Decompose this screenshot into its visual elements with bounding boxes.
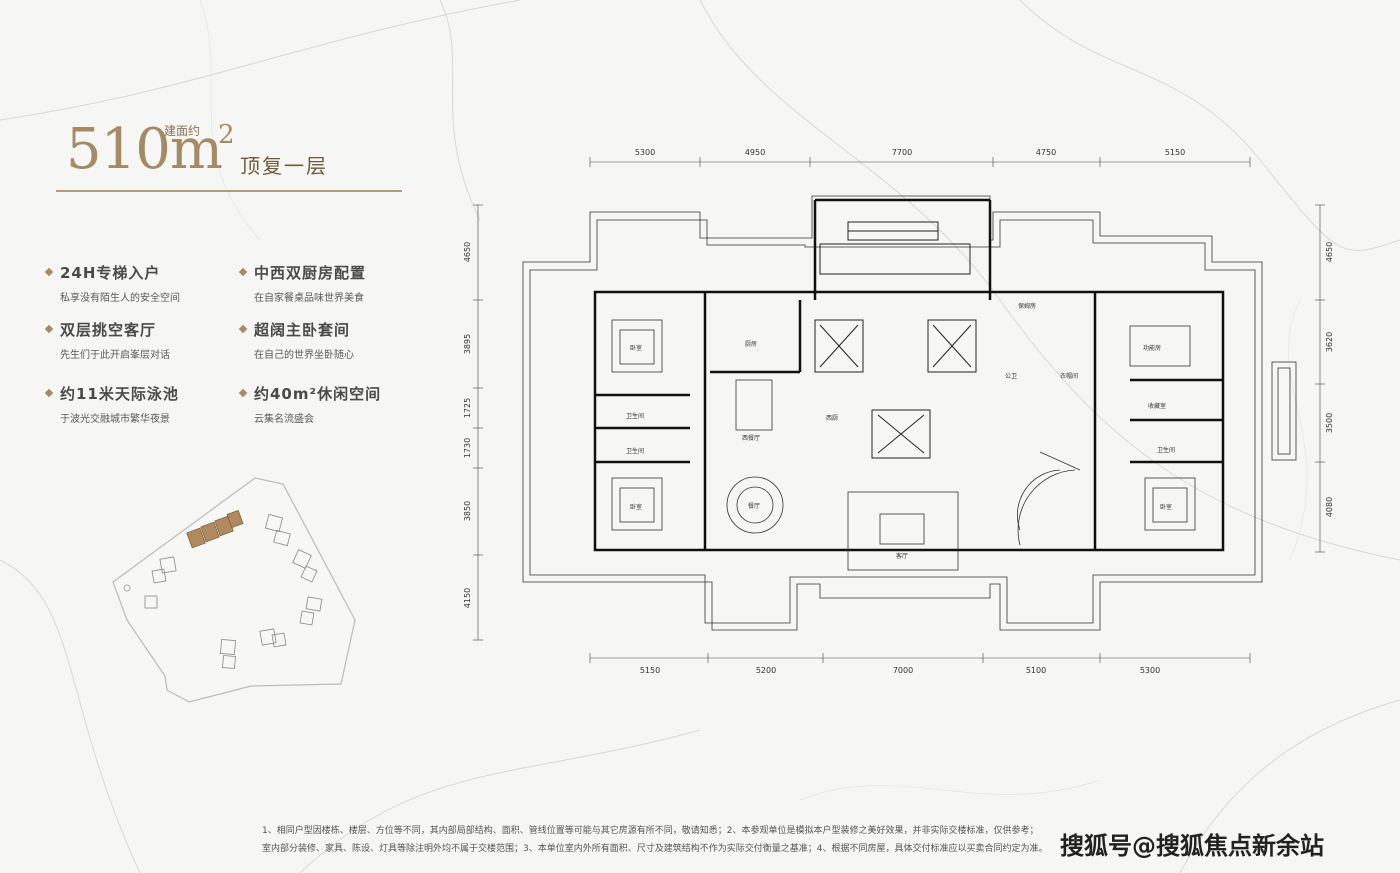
room-function: 功能房	[1143, 344, 1161, 352]
site-plan	[112, 477, 356, 703]
other-buildings	[144, 513, 323, 669]
dim-top-2: 4950	[745, 148, 765, 157]
feature-subtitle: 于波光交融城市繁华夜景	[60, 414, 170, 425]
room-cloak: 衣帽间	[1060, 372, 1078, 380]
dim-bottom-1: 5150	[640, 666, 660, 675]
furniture	[611, 319, 1196, 571]
dim-left-1: 4650	[463, 242, 472, 262]
note-line: 室内部分装修、家具、陈设、灯具等除注明外均不属于交楼范围；3、本单位室内外所有面…	[262, 844, 1048, 854]
dimension-labels: 5300 4950 7700 4750 5150 5150 5200 7000 …	[463, 148, 1334, 675]
feature-subtitle: 私享没有陌生人的安全空间	[60, 293, 180, 304]
dim-bottom-2: 5200	[756, 666, 776, 675]
feature-title: 双层挑空客厅	[60, 321, 157, 339]
dim-left-2: 3895	[463, 334, 472, 354]
dim-left-4: 1730	[463, 438, 472, 458]
feature-title: 超阔主卧套间	[254, 321, 351, 339]
dimension-lines	[473, 157, 1325, 663]
site-boundary	[112, 477, 356, 703]
room-labels: 卧室 卧室 卧室 卫生间 卫生间 卫生间 厨房 西厨 西餐厅 餐厅 客厅 保姆房…	[626, 302, 1175, 560]
elevator-right	[927, 319, 977, 373]
area-approx-label: 建面约	[164, 124, 201, 138]
room-storage: 收藏室	[1148, 402, 1166, 410]
area-title: 510m 建面约 2 顶复一层	[60, 108, 410, 188]
watermark: 搜狐号@搜狐焦点新余站	[1060, 832, 1324, 860]
diamond-icon	[238, 388, 248, 397]
floor-name: 顶复一层	[240, 154, 328, 178]
feature-subtitle: 在自家餐桌品味世界美食	[254, 293, 364, 304]
feature-title: 约11米天际泳池	[60, 385, 179, 403]
feature-subtitle: 云集名流盛会	[254, 414, 314, 425]
room-west-dining: 西餐厅	[742, 434, 760, 442]
diamond-icon	[44, 324, 54, 333]
dim-left-5: 3850	[463, 501, 472, 521]
room-dining: 餐厅	[748, 502, 760, 510]
feature-title: 24H专梯入户	[60, 264, 161, 282]
room-kitchen: 厨房	[745, 340, 757, 348]
room-bedroom-3: 卧室	[1160, 503, 1172, 511]
dim-bottom-3: 7000	[893, 666, 913, 675]
room-bedroom-2: 卧室	[630, 503, 642, 511]
floor-plan: 5300 4950 7700 4750 5150 5150 5200 7000 …	[463, 148, 1334, 675]
feature-item: 双层挑空客厅 先生们于此开启峯层对话	[44, 319, 226, 361]
interior-walls	[593, 198, 1225, 552]
dim-top-1: 5300	[635, 148, 655, 157]
room-bathroom-3: 卫生间	[1157, 446, 1175, 454]
area-value: 510m	[66, 117, 223, 182]
dim-left-3: 1725	[463, 398, 472, 418]
dim-top-5: 5150	[1165, 148, 1185, 157]
dim-bottom-4: 5100	[1026, 666, 1046, 675]
room-bedroom-1: 卧室	[630, 344, 642, 352]
feature-item: 约40m²休闲空间 云集名流盛会	[238, 383, 420, 425]
elevator-center	[871, 409, 931, 459]
room-public-bath: 公卫	[1005, 373, 1017, 380]
area-unit-superscript: 2	[218, 120, 235, 150]
note-line: 1、相同户型因楼栋、楼层、方位等不同，其内部局部结构、面积、管线位置等可能与其它…	[262, 826, 1039, 836]
dim-right-3: 3500	[1325, 413, 1334, 433]
elevator-left	[814, 319, 864, 373]
disclaimer-notes: 1、相同户型因楼栋、楼层、方位等不同，其内部局部结构、面积、管线位置等可能与其它…	[262, 822, 1262, 858]
feature-subtitle: 在自己的世界坐卧随心	[254, 350, 354, 361]
title-divider	[56, 190, 402, 192]
highlight-building	[186, 509, 244, 549]
dim-left-6: 4150	[463, 588, 472, 608]
dim-top-3: 7700	[892, 148, 912, 157]
feature-item: 24H专梯入户 私享没有陌生人的安全空间	[44, 262, 226, 304]
dim-right-4: 4080	[1325, 497, 1334, 517]
dim-right-1: 4650	[1325, 242, 1334, 262]
dim-bottom-5: 5300	[1140, 666, 1160, 675]
diamond-icon	[44, 267, 54, 276]
feature-item: 超阔主卧套间 在自己的世界坐卧随心	[238, 319, 420, 361]
feature-title: 中西双厨房配置	[254, 264, 367, 282]
room-living: 客厅	[896, 552, 908, 560]
dim-right-2: 3620	[1325, 332, 1334, 352]
room-nanny: 保姆房	[1018, 302, 1036, 310]
feature-subtitle: 先生们于此开启峯层对话	[60, 350, 170, 361]
diamond-icon	[238, 267, 248, 276]
dim-top-4: 4750	[1036, 148, 1056, 157]
terrace-outline	[522, 195, 1297, 631]
feature-item: 约11米天际泳池 于波光交融城市繁华夜景	[44, 383, 226, 425]
diamond-icon	[238, 324, 248, 333]
feature-item: 中西双厨房配置 在自家餐桌品味世界美食	[238, 262, 420, 304]
feature-title: 约40m²休闲空间	[254, 385, 382, 403]
room-bathroom-2: 卫生间	[626, 447, 644, 455]
room-west-kitchen: 西厨	[826, 415, 838, 422]
diamond-icon	[44, 388, 54, 397]
room-bathroom-1: 卫生间	[626, 412, 644, 420]
